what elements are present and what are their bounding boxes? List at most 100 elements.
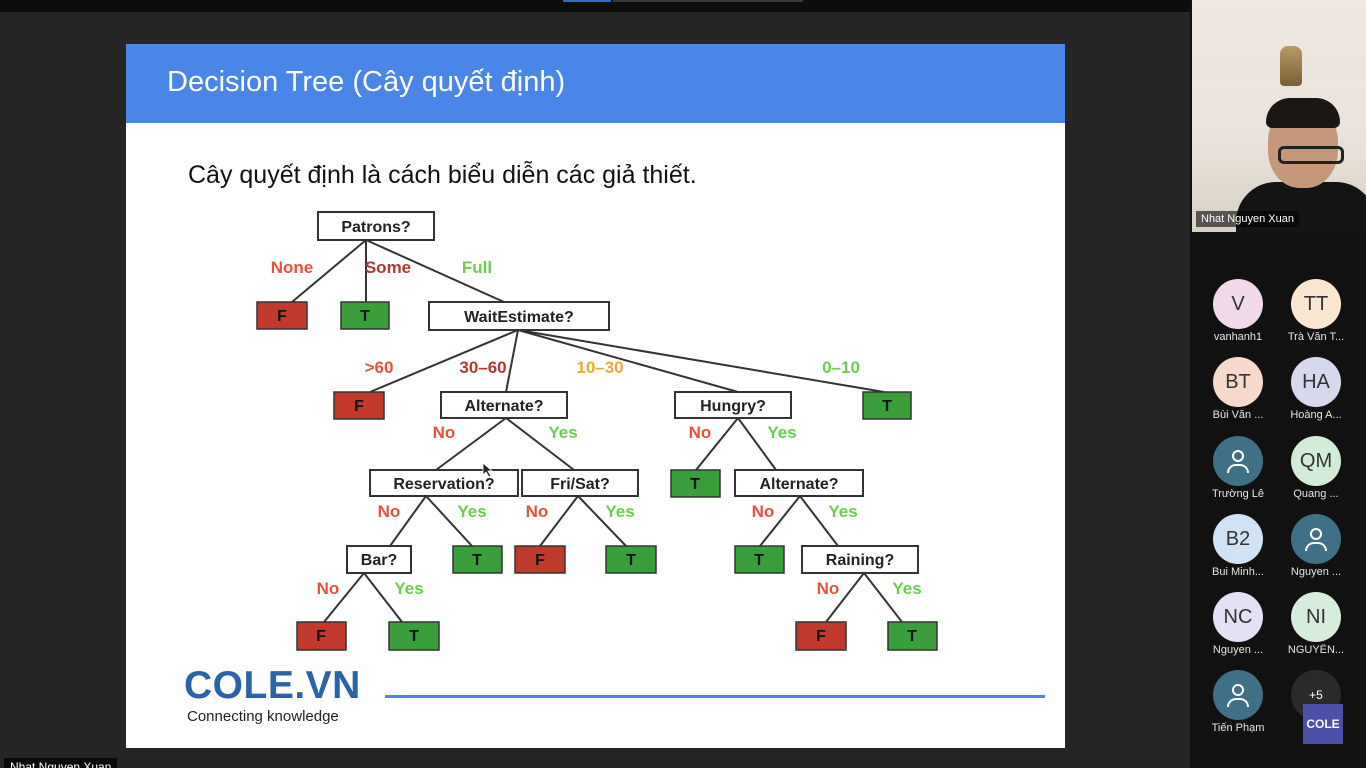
top-bar-segment bbox=[613, 0, 803, 2]
tree-edge bbox=[759, 495, 801, 547]
edge-label: No bbox=[526, 502, 549, 521]
leaf-false bbox=[296, 621, 347, 651]
participant-tile[interactable]: Tiến Phạm bbox=[1199, 670, 1277, 742]
participant-name: Bùi Văn ... bbox=[1212, 409, 1264, 421]
cole-logo: COLE.VN Connecting knowledge bbox=[184, 664, 361, 726]
edge-label: No bbox=[689, 423, 712, 442]
tree-edge bbox=[695, 417, 739, 471]
participant-tile[interactable]: Nguyen ... bbox=[1277, 514, 1355, 586]
leaf-true bbox=[605, 545, 657, 574]
leaf-false bbox=[795, 621, 847, 651]
tree-edge bbox=[323, 572, 365, 623]
edge-label: No bbox=[752, 502, 775, 521]
user-icon bbox=[1303, 526, 1329, 552]
leaf-true bbox=[340, 301, 390, 330]
leaf-label: T bbox=[907, 628, 917, 645]
tree-node-label: WaitEstimate? bbox=[464, 309, 574, 326]
edge-label: None bbox=[271, 258, 314, 277]
leaf-label: F bbox=[316, 628, 326, 645]
participant-name: Hoàng A... bbox=[1290, 409, 1342, 421]
tree-node-box bbox=[440, 391, 568, 419]
participant-name: vanhanh1 bbox=[1213, 331, 1263, 343]
video-name-label: Nhat Nguyen Xuan bbox=[1196, 211, 1299, 227]
participant-avatar bbox=[1213, 670, 1263, 720]
leaf-true bbox=[452, 545, 503, 574]
edge-label: Yes bbox=[457, 502, 486, 521]
participant-avatar: TT bbox=[1291, 279, 1341, 329]
participant-name: Nguyen ... bbox=[1290, 566, 1342, 578]
tree-edge bbox=[517, 329, 885, 393]
presentation-slide: Decision Tree (Cây quyết định) Cây quyết… bbox=[126, 44, 1065, 748]
slide-subtitle: Cây quyết định là cách biểu diễn các giả… bbox=[188, 161, 697, 189]
edge-label: >60 bbox=[365, 358, 394, 377]
tree-node-label: Alternate? bbox=[464, 398, 543, 415]
tree-edge bbox=[365, 239, 505, 303]
tree-node-box bbox=[674, 391, 792, 419]
tree-edge bbox=[737, 417, 777, 471]
edge-label: Yes bbox=[605, 502, 634, 521]
tree-edge bbox=[425, 495, 473, 547]
leaf-label: T bbox=[690, 476, 700, 493]
tree-node-box bbox=[428, 301, 610, 331]
edge-label: No bbox=[378, 502, 401, 521]
slide-divider bbox=[385, 695, 1045, 698]
top-bar-active-segment bbox=[563, 0, 611, 2]
leaf-label: T bbox=[409, 628, 419, 645]
participant-avatar: NC bbox=[1213, 592, 1263, 642]
tree-edge bbox=[291, 239, 367, 303]
tree-node-label: Reservation? bbox=[393, 476, 494, 493]
tree-edge bbox=[799, 495, 839, 547]
user-icon bbox=[1225, 448, 1251, 474]
edge-label: Yes bbox=[548, 423, 577, 442]
tree-edge bbox=[517, 329, 739, 393]
participant-tile[interactable]: Trường Lê bbox=[1199, 436, 1277, 508]
leaf-label: F bbox=[816, 628, 826, 645]
shared-screen: Decision Tree (Cây quyết định) Cây quyết… bbox=[0, 12, 1190, 768]
presenter-video[interactable]: Nhat Nguyen Xuan bbox=[1192, 0, 1366, 232]
participant-tile[interactable]: NC Nguyen ... bbox=[1199, 592, 1277, 664]
leaf-true bbox=[670, 469, 721, 498]
edge-label: No bbox=[817, 579, 840, 598]
tree-node-label: Fri/Sat? bbox=[550, 476, 610, 493]
tree-node-box bbox=[801, 545, 919, 574]
person-glasses bbox=[1278, 146, 1344, 164]
edge-label: 0–10 bbox=[822, 358, 860, 377]
decision-tree-diagram: Patrons? WaitEstimate? Alternate? Hungry… bbox=[256, 211, 938, 651]
leaf-true bbox=[388, 621, 440, 651]
leaf-true bbox=[734, 545, 785, 574]
person-hair bbox=[1266, 98, 1340, 128]
slide-header: Decision Tree (Cây quyết định) bbox=[126, 44, 1065, 123]
edge-label: Yes bbox=[828, 502, 857, 521]
top-bar bbox=[0, 0, 1190, 12]
slide-title: Decision Tree (Cây quyết định) bbox=[167, 66, 566, 98]
participant-avatar: BT bbox=[1213, 357, 1263, 407]
tree-node-label: Raining? bbox=[826, 552, 894, 569]
tree-edge bbox=[369, 329, 519, 393]
tree-node-box bbox=[346, 545, 412, 574]
edge-label: Full bbox=[462, 258, 492, 277]
tree-node-label: Patrons? bbox=[341, 219, 410, 236]
edge-label: No bbox=[317, 579, 340, 598]
participant-name: Bui Minh... bbox=[1212, 566, 1264, 578]
participant-name: Nguyen ... bbox=[1212, 644, 1264, 656]
participant-avatar: NI bbox=[1291, 592, 1341, 642]
participant-name: NGUYÊN... bbox=[1287, 644, 1345, 656]
presenter-name-label: Nhat Nguyen Xuan bbox=[4, 758, 118, 768]
wall-lamp bbox=[1280, 46, 1302, 86]
tree-edge bbox=[389, 495, 427, 547]
leaf-false bbox=[333, 391, 385, 420]
edge-label: Yes bbox=[892, 579, 921, 598]
participant-tile[interactable]: NI NGUYÊN... bbox=[1277, 592, 1355, 664]
participant-avatar bbox=[1213, 436, 1263, 486]
edge-label: 30–60 bbox=[459, 358, 506, 377]
tree-edge bbox=[505, 329, 519, 393]
participant-tile[interactable]: BT Bùi Văn ... bbox=[1199, 357, 1277, 429]
tree-edge bbox=[435, 417, 507, 471]
